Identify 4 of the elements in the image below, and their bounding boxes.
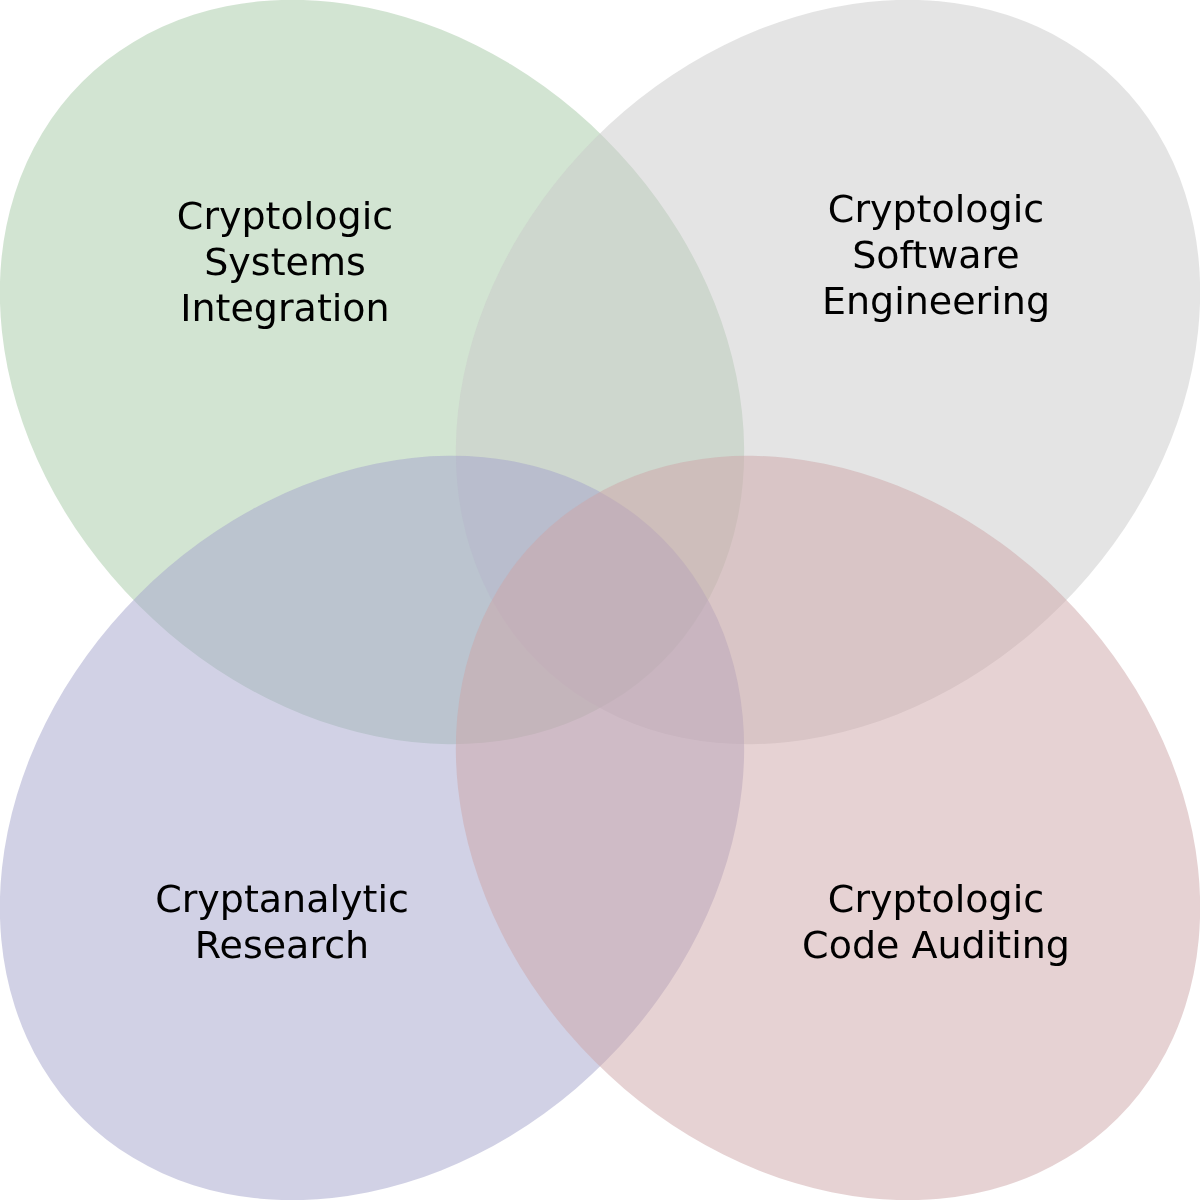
- set-label: Cryptanalytic Research: [154, 876, 410, 968]
- set-label: Cryptologic Software Engineering: [821, 186, 1051, 324]
- set-label: Cryptologic Systems Integration: [175, 193, 395, 331]
- set-label: Cryptologic Code Auditing: [801, 876, 1071, 968]
